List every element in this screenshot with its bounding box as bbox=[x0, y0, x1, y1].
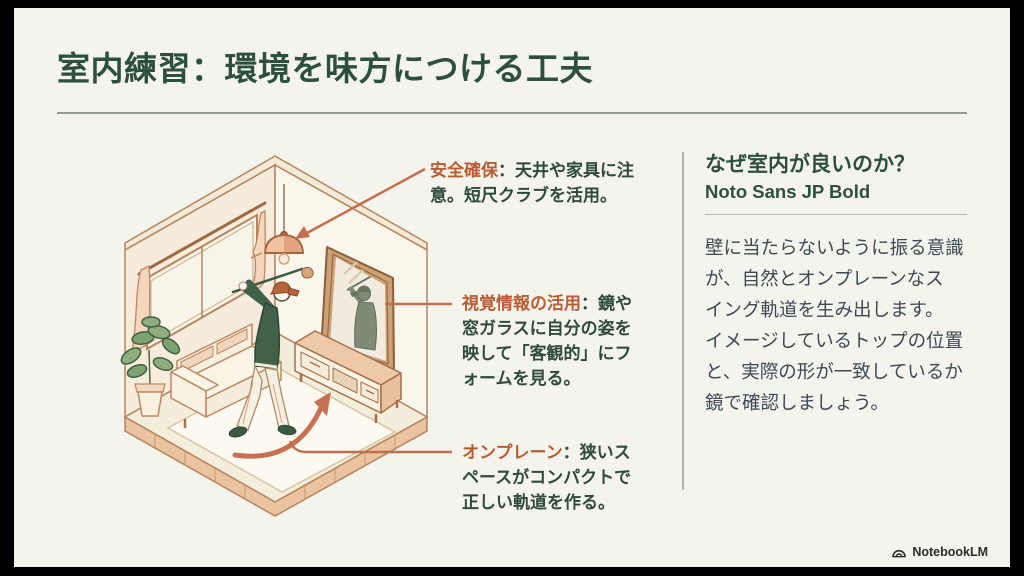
slide: 室内練習：環境を味方につける工夫 bbox=[14, 8, 1010, 567]
brand-name: NotebookLM bbox=[912, 545, 988, 559]
panel-body: 壁に当たらないように振る意識 が、自然とオンプレーンなス イング軌道を生み出しま… bbox=[705, 237, 964, 413]
annotation-onplane-text: ：狭いス ペースがコンパクトで 正しい軌道を作る。 bbox=[462, 443, 632, 512]
panel-rule bbox=[705, 214, 967, 215]
annotation-visual-label: 視覚情報の活用 bbox=[462, 294, 581, 313]
window-with-curtains bbox=[131, 201, 267, 353]
annotation-visual: 視覚情報の活用：鏡や 窓ガラスに自分の姿を 映して「客観的」にフ ォームを見る。 bbox=[462, 291, 648, 391]
panel-divider bbox=[682, 152, 684, 490]
potted-plant bbox=[120, 316, 181, 417]
annotation-safety: 安全確保：天井や家具に注 意。短尺クラブを活用。 bbox=[430, 158, 654, 208]
annotation-safety-text: ：天井や家具に注 意。短尺クラブを活用。 bbox=[430, 161, 634, 205]
notebooklm-logo-icon bbox=[892, 549, 907, 558]
title-divider bbox=[57, 112, 967, 114]
isometric-room-illustration bbox=[120, 155, 429, 517]
panel-heading: なぜ室内が良いのか？ bbox=[705, 153, 915, 176]
panel-subheading: Noto Sans JP Bold bbox=[705, 181, 871, 202]
golfer-figure bbox=[228, 267, 314, 438]
mirror-reflection bbox=[346, 270, 380, 351]
why-indoor-panel: なぜ室内が良いのか？ Noto Sans JP Bold 壁に当たらないように振… bbox=[705, 148, 973, 418]
pendant-lamp bbox=[264, 184, 304, 265]
annotation-onplane-label: オンプレーン bbox=[462, 443, 563, 462]
swing-path-arrow bbox=[232, 392, 331, 459]
annotation-visual-text: ：鏡や 窓ガラスに自分の姿を 映して「客観的」にフ ォームを見る。 bbox=[462, 294, 632, 388]
tv-stand bbox=[294, 330, 402, 423]
annotation-onplane: オンプレーン：狭いス ペースがコンパクトで 正しい軌道を作る。 bbox=[462, 440, 648, 515]
brand-footer: NotebookLM bbox=[891, 545, 988, 559]
page-title: 室内練習：環境を味方につける工夫 bbox=[57, 50, 593, 87]
annotation-safety-label: 安全確保 bbox=[430, 161, 498, 180]
